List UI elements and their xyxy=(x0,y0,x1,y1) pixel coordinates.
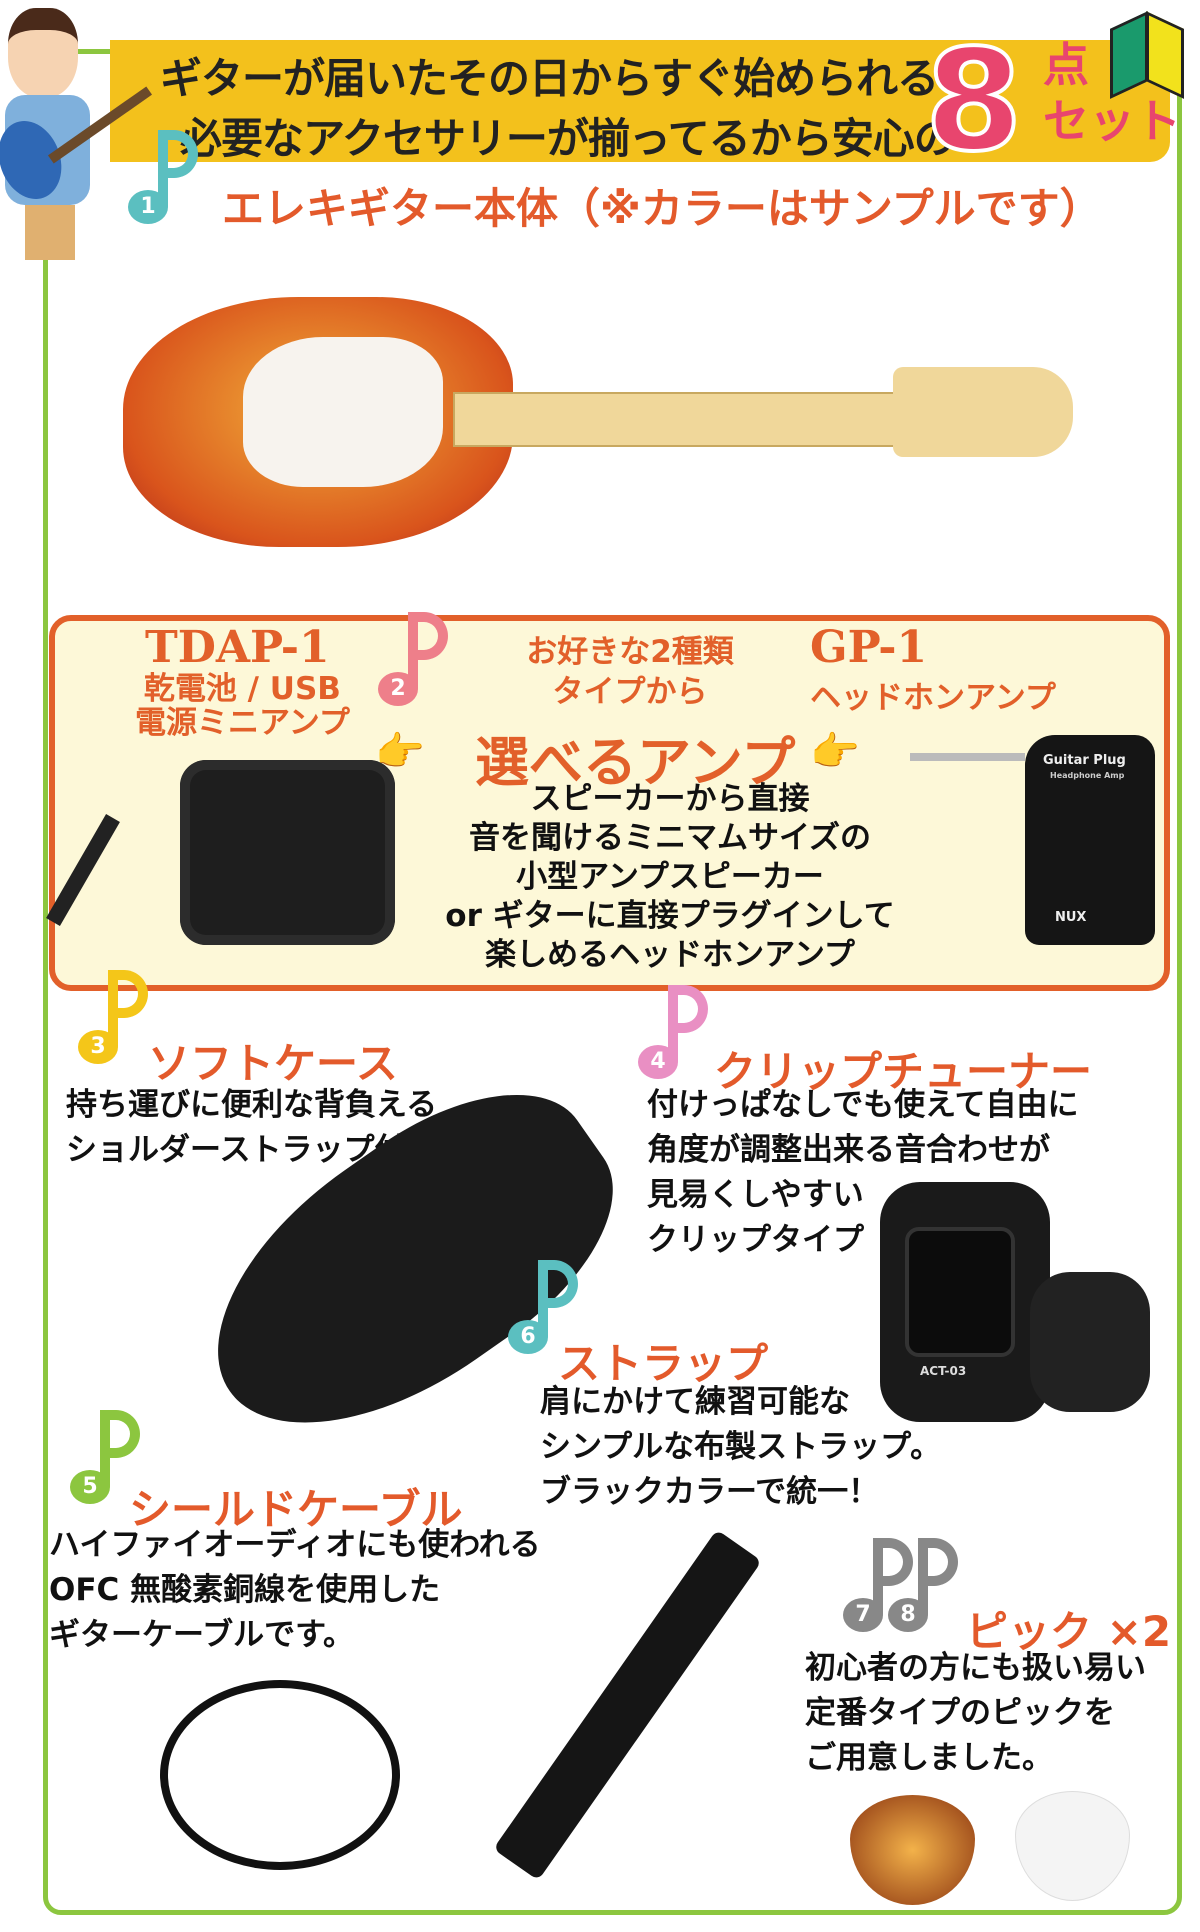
mascot-boy-with-guitar xyxy=(0,0,160,260)
section-7-desc: 初心者の方にも扱い易い 定番タイプのピックを ご用意しました。 xyxy=(805,1646,1146,1781)
amp-body-line: or ギターに直接プラグインして xyxy=(445,898,895,934)
section-4-desc: 付けっぱなしでも使えて自由に 角度が調整出来る音合わせが 見易くしやすい クリッ… xyxy=(647,1083,1079,1263)
desc-line: 初心者の方にも扱い易い xyxy=(805,1650,1146,1686)
set-unit-1: 点 xyxy=(1043,38,1089,92)
music-note-5-icon: 5 xyxy=(62,1410,140,1510)
pointing-hand-right-icon: 👉 xyxy=(810,729,860,775)
music-note-7-icon: 7 xyxy=(835,1538,913,1638)
section-3-title: ソフトケース xyxy=(148,1039,398,1088)
cable-image xyxy=(160,1680,400,1870)
desc-line: シンプルな布製ストラップ。 xyxy=(540,1429,942,1465)
desc-line: ご用意しました。 xyxy=(805,1740,1053,1776)
amp-intro-2: タイプから xyxy=(552,674,708,710)
section-5-title: シールドケーブル xyxy=(129,1485,463,1534)
amp-body: スピーカーから直接 音を聞けるミニマムサイズの 小型アンプスピーカー or ギタ… xyxy=(430,780,910,975)
amp-body-line: 小型アンプスピーカー xyxy=(516,859,824,895)
tdap1-model: TDAP-1 xyxy=(145,622,330,673)
amp-body-line: 楽しめるヘッドホンアンプ xyxy=(485,937,855,973)
amp-intro: お好きな2種類 タイプから xyxy=(505,632,755,712)
desc-line: 持ち運びに便利な背負える xyxy=(66,1087,438,1123)
clip-tuner-image: ACT-03 xyxy=(880,1182,1150,1422)
section-6-title: ストラップ xyxy=(558,1339,769,1388)
music-note-3-icon: 3 xyxy=(70,970,148,1070)
music-note-1-icon: 1 xyxy=(120,130,198,230)
music-note-6-icon: 6 xyxy=(500,1260,578,1360)
header-band xyxy=(110,40,1170,162)
desc-line: 角度が調整出来る音合わせが xyxy=(647,1132,1050,1168)
music-note-8-icon: 8 xyxy=(880,1538,958,1638)
section-3-desc: 持ち運びに便利な背負える ショルダーストラップ付き xyxy=(66,1083,437,1173)
desc-line: 肩にかけて練習可能な xyxy=(540,1384,850,1420)
white-pick-image xyxy=(1015,1791,1130,1901)
section-5-desc: ハイファイオーディオにも使われる OFC 無酸素銅線を使用した ギターケーブルで… xyxy=(49,1523,541,1658)
header-line-1: ギターが届いたその日からすぐ始められる xyxy=(160,54,939,103)
header-line-2: 必要なアクセサリーが揃ってるから安心の xyxy=(180,114,956,163)
gp1-model: GP-1 xyxy=(810,622,928,673)
section-6-desc: 肩にかけて練習可能な シンプルな布製ストラップ。 ブラックカラーで統一！ xyxy=(540,1380,941,1515)
music-note-4-icon: 4 xyxy=(630,985,708,1085)
amp-body-line: スピーカーから直接 xyxy=(530,781,810,817)
desc-line: ブラックカラーで統一！ xyxy=(540,1474,880,1510)
electric-guitar-image xyxy=(123,277,1083,567)
tdap1-desc-2: 電源ミニアンプ xyxy=(135,705,350,741)
desc-line: 定番タイプのピックを xyxy=(805,1695,1115,1731)
set-unit-2: セット xyxy=(1043,94,1181,148)
beginner-mark-icon xyxy=(1110,10,1190,100)
desc-line: 見易くしやすい xyxy=(647,1177,864,1213)
tortoise-pick-image xyxy=(850,1795,975,1905)
tuner-model-label: ACT-03 xyxy=(920,1364,967,1378)
desc-line: 付けっぱなしでも使えて自由に xyxy=(647,1087,1079,1123)
amp-intro-1: お好きな2種類 xyxy=(526,634,734,670)
headphone-amp-image: Guitar Plug Headphone Amp NUX xyxy=(910,735,1155,945)
amp-heading: 選べるアンプ xyxy=(475,731,796,794)
set-count: 8 xyxy=(923,20,1024,183)
section-7-title: ピック ×2 xyxy=(966,1607,1172,1656)
gp1-desc: ヘッドホンアンプ xyxy=(810,680,1056,716)
desc-line: OFC 無酸素銅線を使用した xyxy=(49,1572,441,1608)
desc-line: ハイファイオーディオにも使われる xyxy=(49,1527,541,1563)
tdap1-desc: 乾電池 / USB 電源ミニアンプ xyxy=(135,672,350,740)
section-4-title: クリップチューナー xyxy=(714,1047,1093,1096)
gp1-sub-label: Headphone Amp xyxy=(1050,771,1125,780)
amp-body-line: 音を聞けるミニマムサイズの xyxy=(468,820,872,856)
desc-line: クリップタイプ xyxy=(647,1222,864,1258)
desc-line: ギターケーブルです。 xyxy=(49,1617,355,1653)
tdap1-desc-1: 乾電池 / USB xyxy=(143,671,341,707)
section-1-title: エレキギター本体（※カラーはサンプルです） xyxy=(222,184,1102,233)
gp1-brand-label: Guitar Plug xyxy=(1043,753,1126,768)
music-note-2-icon: 2 xyxy=(370,612,448,712)
mini-amp-image xyxy=(180,760,395,945)
gp1-maker-label: NUX xyxy=(1055,910,1087,925)
